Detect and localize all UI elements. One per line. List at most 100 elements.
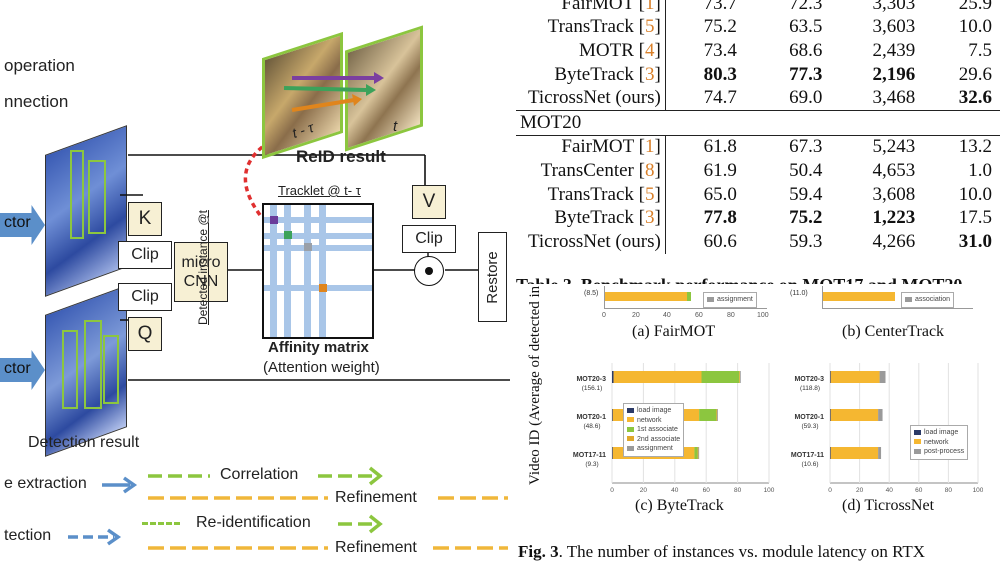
detected-instance-label: Detected instance @t: [196, 210, 210, 325]
x-tick-label: 0: [828, 487, 832, 494]
citation-ref[interactable]: 4: [644, 39, 655, 61]
bar-segment: [830, 371, 880, 383]
value-cell: 5,243: [872, 136, 916, 158]
method-cell: ByteTrack [3]: [554, 207, 661, 229]
detection-box: [62, 330, 78, 409]
method-cell: TicrossNet (ours): [516, 86, 665, 110]
legend-blue-arrow: [102, 476, 138, 494]
left-label-connection: nnection: [4, 92, 69, 111]
value-cell: 10.0: [958, 183, 992, 205]
method-cell: ByteTrack [3]: [554, 63, 661, 85]
citation-ref[interactable]: 3: [644, 63, 655, 85]
panel-d-chart: 020406080100Latency [ms]MOT20-3(118.8)MO…: [791, 363, 983, 494]
method-name: FairMOT: [561, 0, 634, 14]
affinity-title: Affinity matrix: [268, 339, 369, 356]
detection-result-label: Detection result: [28, 434, 140, 451]
value-cell: 80.3: [664, 62, 743, 87]
citation-ref[interactable]: 5: [644, 183, 655, 205]
multiply-dot: [425, 267, 433, 275]
detection-box: [84, 320, 102, 409]
citation-ref[interactable]: 1: [644, 136, 655, 158]
method-cell: TransTrack [5]: [547, 16, 661, 38]
value-cell: 17.5: [958, 207, 992, 229]
value-cell: 60.6: [664, 229, 743, 254]
detector-label-top: ctor: [4, 214, 31, 231]
category-count: (9.3): [585, 461, 598, 468]
x-tick-label: 0: [610, 487, 614, 494]
x-tick-label: 80: [945, 487, 953, 494]
citation-ref[interactable]: 5: [644, 16, 655, 38]
legend-correlation-label: Correlation: [220, 466, 299, 483]
x-tick-label: 80: [734, 487, 742, 494]
detection-box: [70, 150, 84, 239]
method-cell: FairMOT [1]: [516, 0, 665, 16]
category-label: MOT17-11: [573, 452, 606, 459]
bar-segment: [701, 371, 740, 383]
bar-segment: [879, 371, 886, 383]
micro-cnn-block: micro CNN: [174, 242, 228, 302]
detection-box: [103, 335, 119, 404]
left-label-operation: operation: [4, 56, 75, 75]
query-block: Q: [128, 317, 162, 351]
affinity-grid: [264, 205, 372, 337]
table-caption: Table 3. Benchmark performance on MOT17 …: [516, 272, 1000, 284]
detection-box: [88, 160, 106, 234]
figure-y-axis-label: Video ID (Average of detected in: [527, 285, 543, 485]
category-label: MOT20-1: [576, 414, 606, 421]
panel-a-value: (8.5): [584, 290, 599, 297]
bar-segment: [612, 409, 613, 421]
value-cell: 75.2: [664, 15, 743, 40]
method-cell: TransCenter [8]: [540, 159, 661, 181]
legend-reid-label: Re-identification: [196, 514, 311, 531]
bar-segment: [613, 371, 702, 383]
category-label: MOT20-1: [794, 414, 824, 421]
category-label: MOT20-3: [794, 376, 824, 383]
clip-block-query: Clip: [118, 283, 172, 311]
clip-block-key: Clip: [118, 241, 172, 269]
category-count: (118.8): [800, 385, 820, 392]
bar-segment: [830, 409, 879, 421]
value-cell: 25.9: [958, 0, 992, 14]
value-cell: 59.4: [789, 183, 823, 205]
legend-green-dash: [142, 522, 180, 525]
value-cell: 61.9: [664, 159, 743, 183]
value-block: V: [412, 185, 446, 219]
method-cell: FairMOT [1]: [561, 136, 661, 158]
value-cell: 3,468: [872, 87, 916, 109]
panel-c-caption: (c) ByteTrack: [635, 497, 724, 514]
value-cell: 65.0: [664, 182, 743, 207]
citation-ref[interactable]: 1: [644, 0, 655, 14]
panel-b-caption: (b) CenterTrack: [842, 323, 945, 340]
panel-a-bar: [605, 292, 687, 301]
bar-segment: [739, 371, 740, 383]
value-cell: 13.2: [958, 136, 992, 158]
method-name: MOTR: [578, 39, 634, 61]
bar-segment: [878, 409, 883, 421]
reid-result-label: ReID result: [296, 147, 386, 166]
value-cell: 77.3: [789, 63, 823, 85]
category-count: (10.6): [802, 461, 819, 468]
restore-label: Restore: [484, 250, 501, 304]
citation-ref[interactable]: 8: [644, 159, 655, 181]
value-cell: 1.0: [968, 159, 992, 181]
citation-ref[interactable]: 3: [644, 207, 655, 229]
x-tick-label: 40: [671, 487, 679, 494]
panel-b-legend: association: [901, 292, 955, 308]
value-cell: 29.6: [958, 63, 992, 85]
value-cell: 73.4: [664, 39, 743, 63]
legend-refinement-label: Refinement: [335, 489, 417, 506]
value-cell: 59.3: [789, 230, 823, 252]
value-cell: 1,223: [872, 207, 916, 229]
method-name: TransTrack: [547, 16, 634, 38]
panel-d-legend: load image network post-process: [910, 425, 969, 460]
x-tick-label: 100: [764, 487, 775, 494]
legend-blue-dashed-arrow: [68, 528, 122, 546]
panel-b-plot: association: [822, 286, 973, 309]
method-name: TicrossNet (ours): [527, 230, 661, 252]
